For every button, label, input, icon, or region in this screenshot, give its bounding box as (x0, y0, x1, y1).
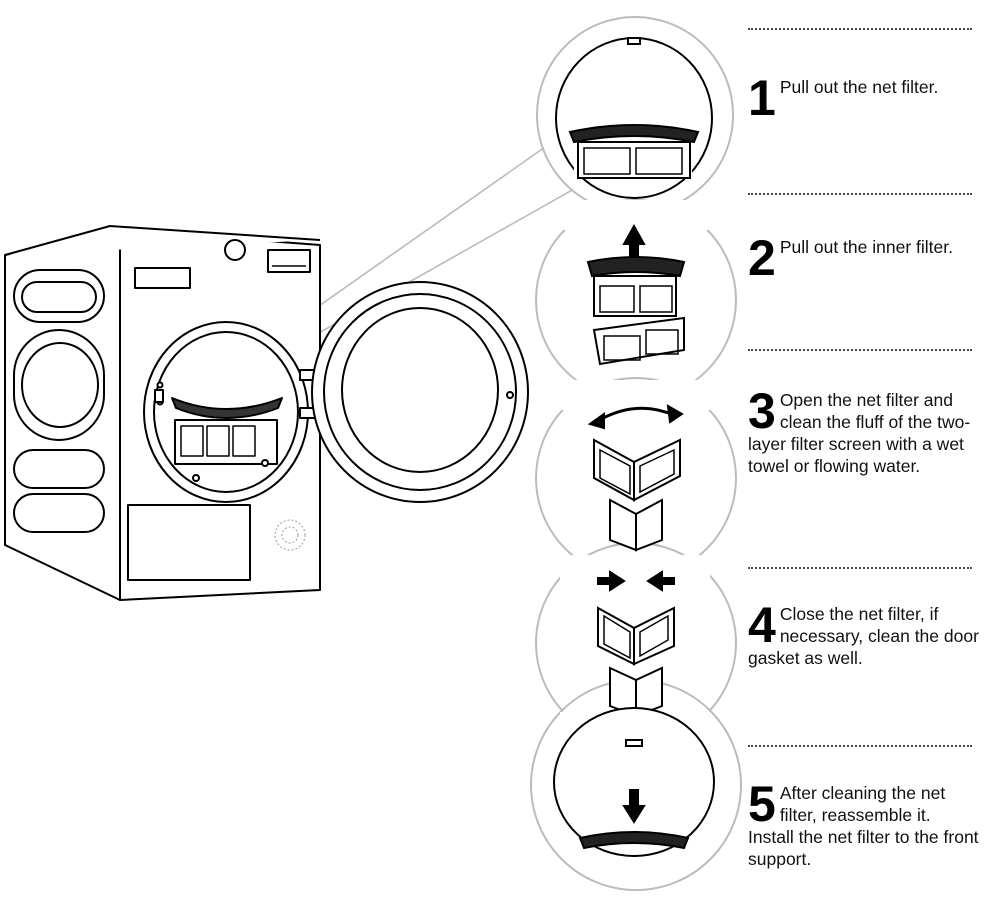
step-3: 3 Open the net filter and clean the fluf… (748, 389, 980, 477)
step-number: 2 (748, 236, 776, 280)
step-4: 4 Close the net filter, if necessary, cl… (748, 603, 980, 669)
step1-figure (556, 38, 712, 198)
divider (748, 567, 972, 569)
divider (748, 193, 972, 195)
step5-figure (554, 708, 714, 856)
step-1: 1 Pull out the net filter. (748, 76, 980, 120)
divider (748, 28, 972, 30)
step-text: After cleaning the net filter, reassembl… (748, 783, 979, 869)
dryer-illustration (5, 226, 528, 600)
step-number: 1 (748, 76, 776, 120)
divider (748, 745, 972, 747)
step-text: Pull out the net filter. (780, 77, 939, 97)
step-2: 2 Pull out the inner filter. (748, 236, 980, 280)
step-text: Open the net filter and clean the fluff … (748, 390, 970, 476)
step-number: 4 (748, 603, 776, 647)
step-5: 5 After cleaning the net filter, reassem… (748, 782, 980, 870)
step-number: 5 (748, 782, 776, 826)
step-text: Pull out the inner filter. (780, 237, 953, 257)
step-number: 3 (748, 389, 776, 433)
divider (748, 349, 972, 351)
step-text: Close the net filter, if necessary, clea… (748, 604, 979, 668)
